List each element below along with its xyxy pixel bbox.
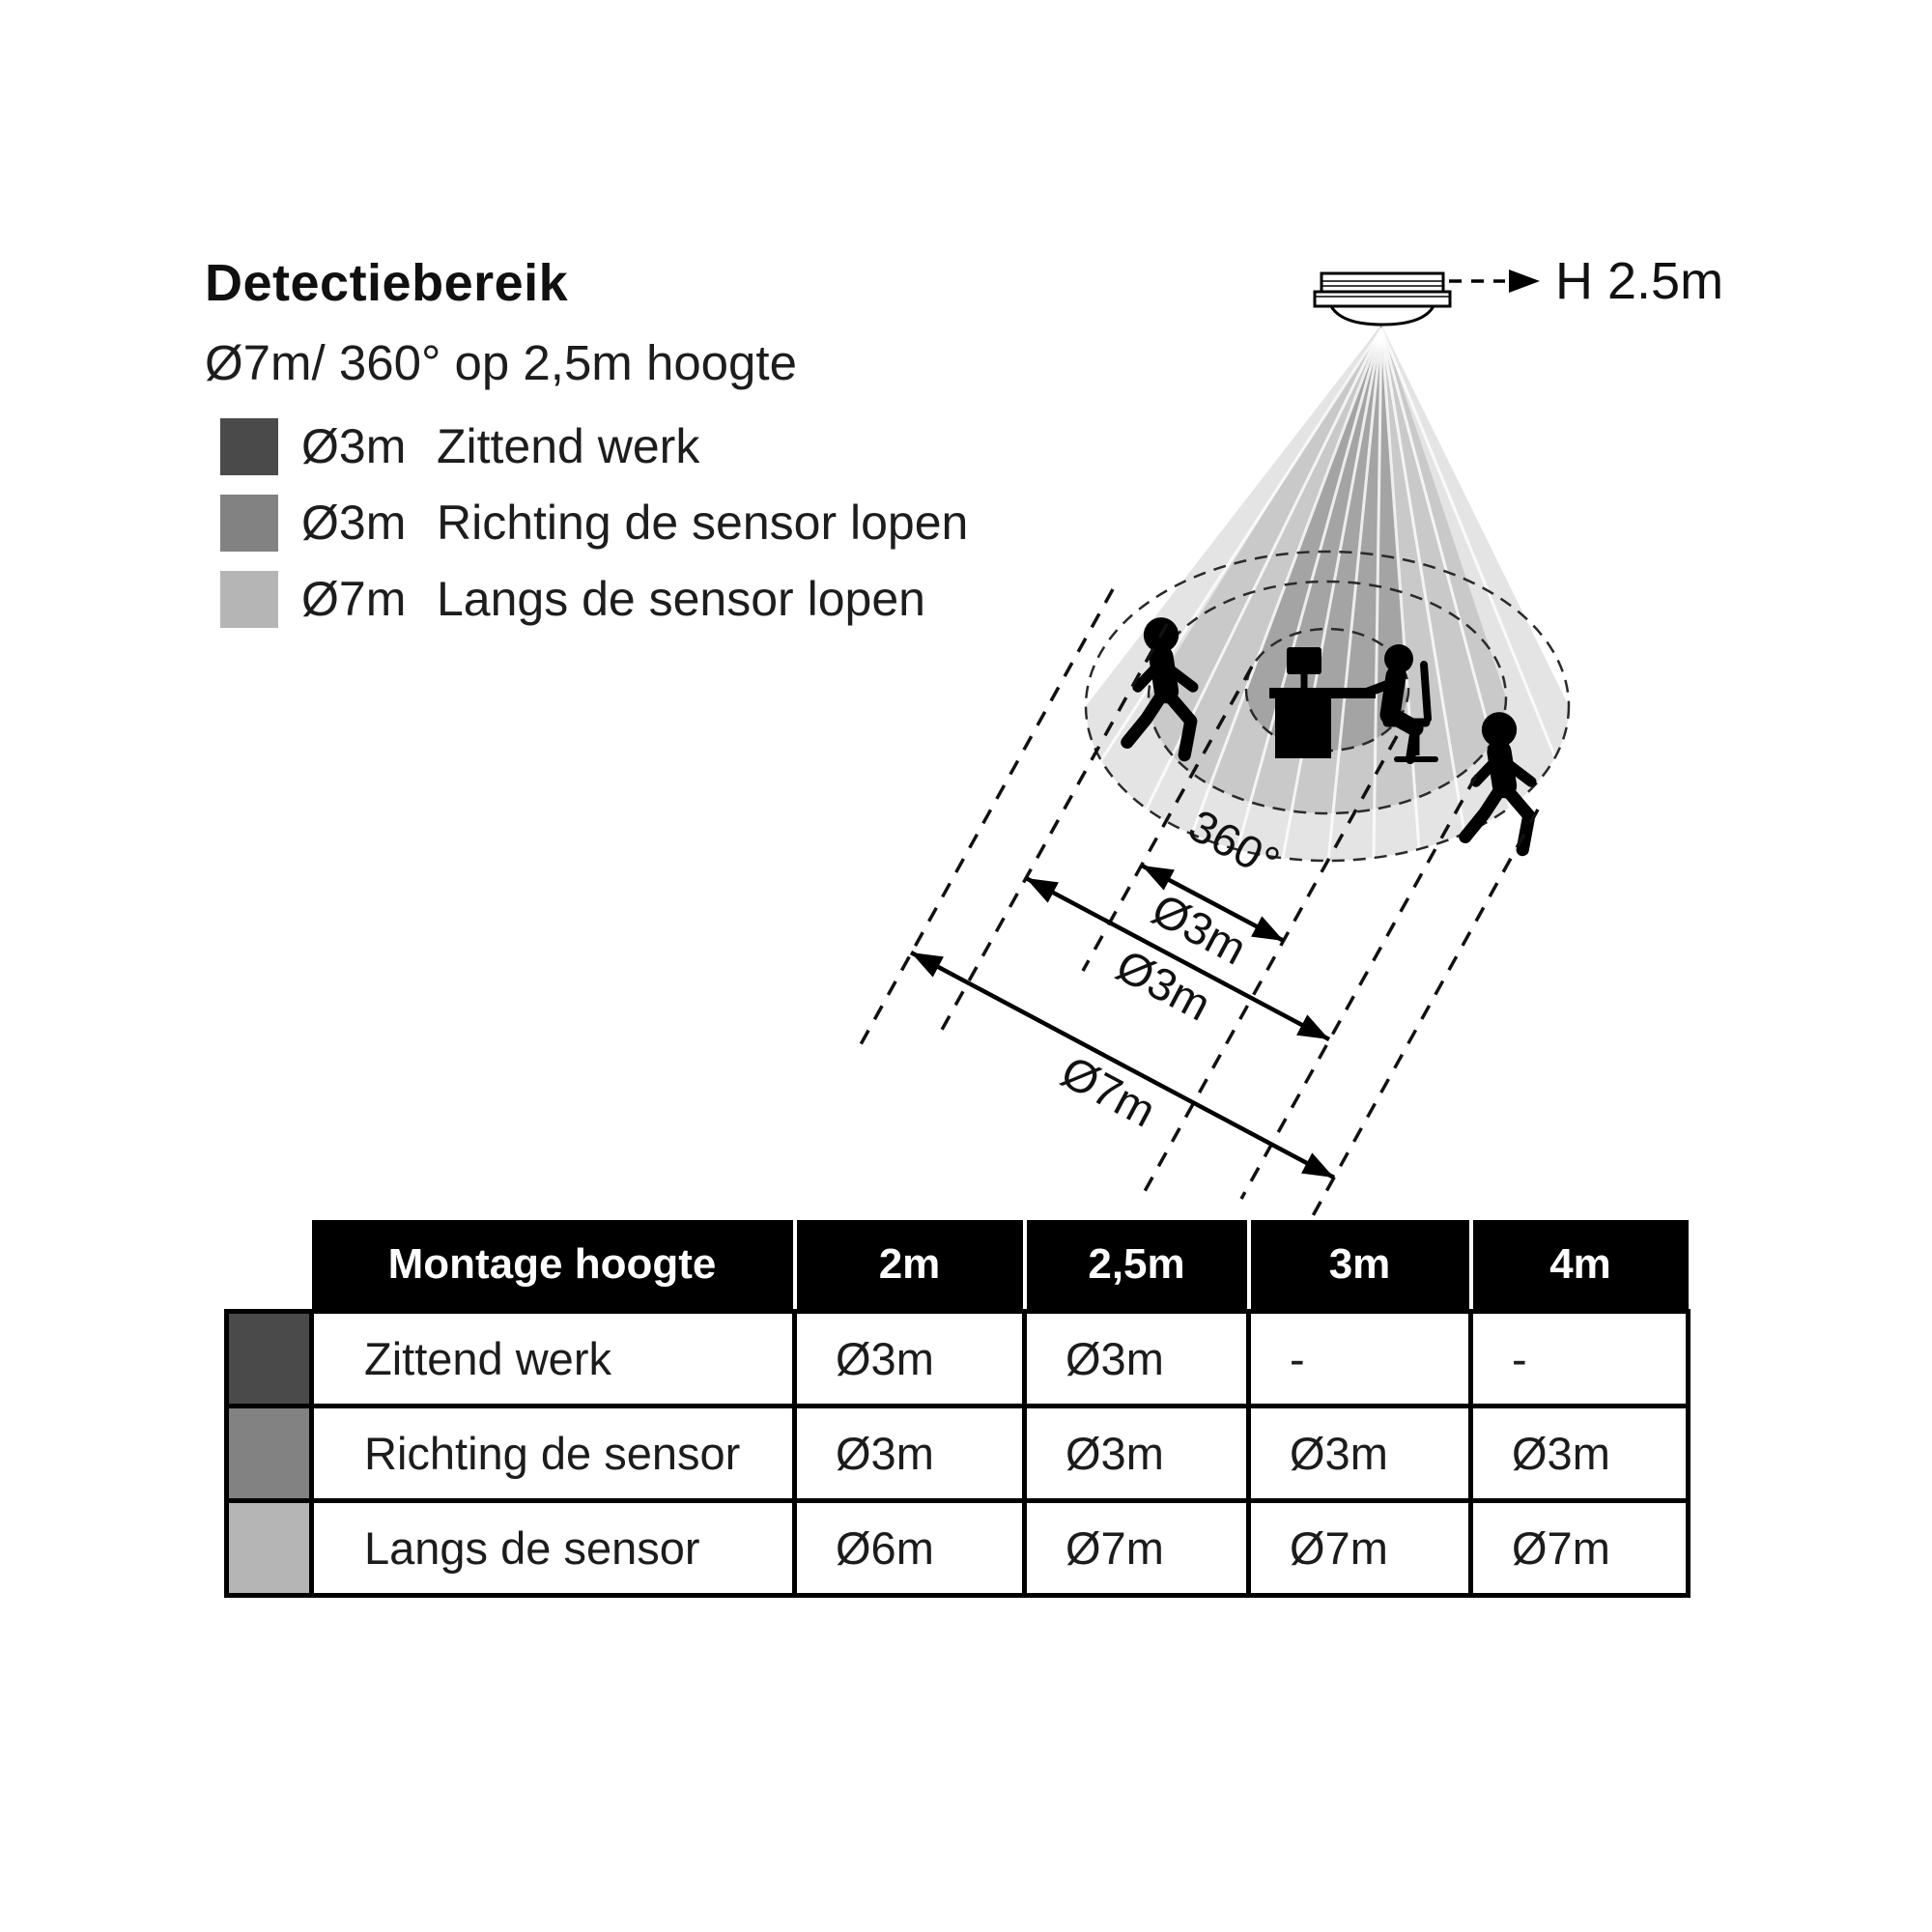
cell-value: - bbox=[1246, 1309, 1473, 1408]
cell-value: Ø3m bbox=[792, 1309, 1027, 1408]
legend-label: Zittend werk bbox=[437, 419, 700, 473]
cell-value: Ø3m bbox=[1468, 1404, 1690, 1503]
table-header-4m: 4m bbox=[1468, 1220, 1689, 1312]
legend-value: Ø3m bbox=[301, 496, 407, 550]
legend-value: Ø3m bbox=[301, 419, 407, 473]
table-row-langs-de-sensor: Langs de sensor Ø6m Ø7m Ø7m Ø7m bbox=[224, 1498, 1690, 1598]
dimension-arrows bbox=[909, 864, 1336, 1179]
table-row-richting-de-sensor: Richting de sensor Ø3m Ø3m Ø3m Ø3m bbox=[224, 1404, 1690, 1503]
beam-rays bbox=[1099, 327, 1557, 862]
table-header-3m: 3m bbox=[1246, 1220, 1471, 1312]
row-swatch-light bbox=[224, 1498, 314, 1598]
legend-swatch-medium bbox=[220, 494, 278, 552]
mount-height-pointer bbox=[1449, 270, 1540, 293]
cell-value: Ø3m bbox=[792, 1404, 1027, 1503]
row-label: Langs de sensor bbox=[309, 1498, 797, 1598]
row-label: Richting de sensor bbox=[309, 1404, 797, 1503]
mount-height-label: H 2.5m bbox=[1555, 252, 1723, 310]
legend-value: Ø7m bbox=[301, 572, 407, 626]
row-swatch-dark bbox=[224, 1309, 314, 1408]
mount-height-table: Montage hoogte 2m 2,5m 3m 4m Zittend wer… bbox=[224, 1220, 1690, 1598]
cell-value: Ø6m bbox=[792, 1498, 1027, 1598]
arrow-right-icon bbox=[1509, 270, 1540, 293]
legend-item: Ø3m Zittend werk bbox=[220, 417, 968, 475]
cell-value: - bbox=[1468, 1309, 1690, 1408]
legend-label: Langs de sensor lopen bbox=[437, 572, 925, 626]
legend: Ø3m Zittend werk Ø3m Richting de sensor … bbox=[220, 417, 968, 646]
person-at-desk-icon bbox=[1269, 644, 1438, 764]
detection-range-subtitle: Ø7m/ 360° op 2,5m hoogte bbox=[205, 335, 797, 390]
page-title: Detectiebereik bbox=[205, 254, 569, 312]
legend-swatch-light bbox=[220, 570, 278, 628]
table-header-montage-hoogte: Montage hoogte bbox=[311, 1220, 795, 1312]
ceiling-sensor-icon bbox=[1313, 271, 1452, 327]
cell-value: Ø3m bbox=[1022, 1404, 1251, 1503]
cell-value: Ø3m bbox=[1246, 1404, 1473, 1503]
cell-value: Ø7m bbox=[1246, 1498, 1473, 1598]
legend-label: Richting de sensor lopen bbox=[437, 496, 969, 550]
table-header-2-5m: 2,5m bbox=[1022, 1220, 1249, 1312]
table-row-zittend-werk: Zittend werk Ø3m Ø3m - - bbox=[224, 1309, 1690, 1408]
table-header: Montage hoogte 2m 2,5m 3m 4m bbox=[227, 1220, 1689, 1312]
cell-value: Ø3m bbox=[1022, 1309, 1251, 1408]
legend-item: Ø3m Richting de sensor lopen bbox=[220, 494, 968, 552]
zone-inner bbox=[1246, 325, 1408, 751]
cell-value: Ø7m bbox=[1468, 1498, 1690, 1598]
row-label: Zittend werk bbox=[309, 1309, 797, 1408]
legend-item: Ø7m Langs de sensor lopen bbox=[220, 570, 968, 628]
legend-swatch-dark bbox=[220, 417, 278, 475]
projection-lines bbox=[858, 588, 1540, 1250]
table-header-spacer bbox=[227, 1220, 312, 1312]
row-swatch-medium bbox=[224, 1404, 314, 1503]
table-header-2m: 2m bbox=[792, 1220, 1025, 1312]
cell-value: Ø7m bbox=[1022, 1498, 1251, 1598]
